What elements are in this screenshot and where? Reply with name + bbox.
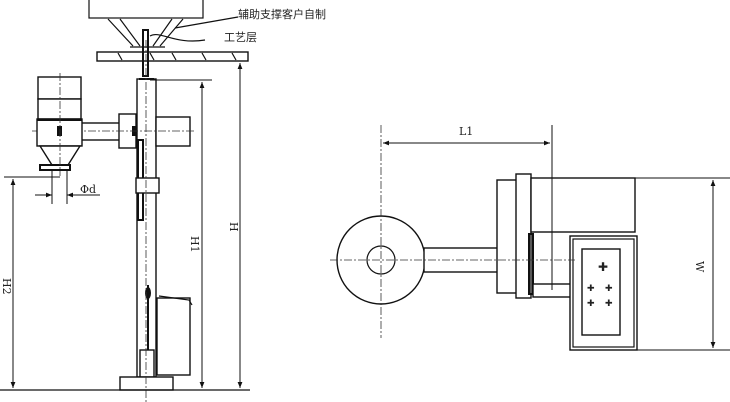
- svg-text:✚: ✚: [605, 284, 613, 294]
- control-panel: [581, 248, 621, 336]
- nozzle: [39, 164, 71, 171]
- l1-label: L1: [459, 125, 473, 138]
- svg-text:✚: ✚: [598, 260, 608, 274]
- aux-support-label: 辅助支撑客户自制: [238, 7, 326, 21]
- front-view: Φd H1 H H2 辅助支撑客户自制 工艺层: [0, 0, 326, 402]
- motor: [37, 76, 82, 100]
- svg-text:✚: ✚: [587, 284, 595, 294]
- aux-support-bracket: [107, 18, 184, 48]
- block-top: [496, 179, 518, 294]
- hanger-rod: [142, 29, 149, 77]
- ceiling-structure: [88, 0, 204, 19]
- column: [136, 78, 157, 378]
- h1-label: H1: [188, 236, 201, 253]
- flange-top: [515, 173, 532, 299]
- counter-block: [155, 116, 191, 147]
- leader-curve: [149, 34, 206, 42]
- arm: [80, 122, 121, 141]
- slider: [135, 177, 160, 194]
- control-box: [156, 297, 191, 376]
- process-layer-slab: [96, 51, 249, 62]
- svg-text:✚: ✚: [605, 299, 613, 309]
- h2-label: H2: [0, 278, 13, 295]
- h-label: H: [227, 222, 240, 232]
- panel-buttons: ✚ ✚✚ ✚✚: [587, 260, 613, 309]
- aux-support-leader: [174, 16, 239, 29]
- base-plate: [119, 376, 174, 391]
- top-view: ✚ ✚✚ ✚✚ L1 W: [330, 125, 730, 351]
- process-layer-label: 工艺层: [224, 31, 257, 44]
- w-label: W: [693, 261, 706, 273]
- lower-bracket: [139, 349, 155, 378]
- svg-text:✚: ✚: [587, 299, 595, 309]
- diameter-label: Φd: [80, 183, 96, 196]
- motor-top: [530, 177, 636, 233]
